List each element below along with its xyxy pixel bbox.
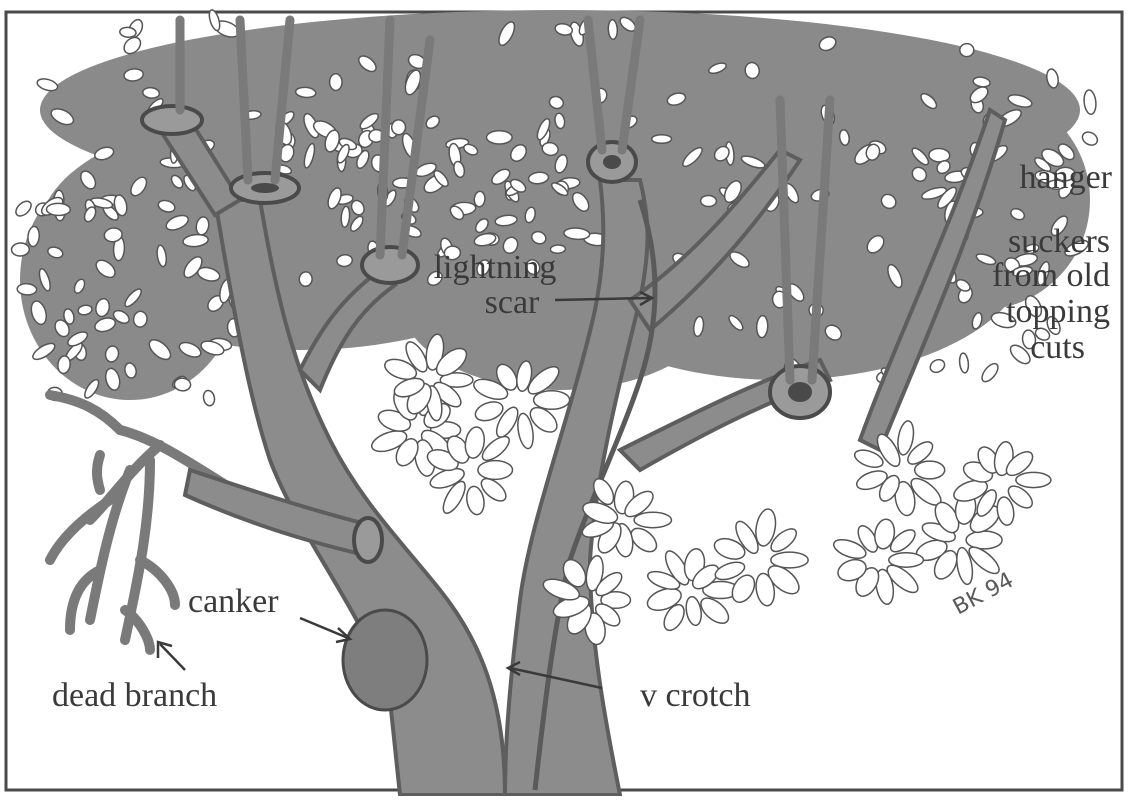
label-lightning-line1: lightning: [434, 249, 557, 286]
leaf: [534, 391, 570, 410]
leaf: [11, 243, 29, 257]
label-canker: canker: [188, 583, 279, 620]
leaf: [1016, 472, 1051, 487]
leaf: [915, 461, 945, 479]
leaf: [652, 135, 672, 144]
label-hanger: hanger: [1019, 159, 1112, 196]
leaf: [960, 43, 974, 56]
label-suckers-line1: suckers: [1008, 223, 1110, 260]
leaf: [1080, 129, 1100, 147]
leaf: [46, 203, 70, 215]
leaf: [700, 195, 716, 207]
leaf: [1083, 89, 1097, 114]
leaf: [391, 119, 406, 135]
leaf: [36, 77, 59, 93]
leaf: [684, 595, 703, 626]
canker: [343, 610, 427, 710]
leaf: [478, 461, 513, 480]
leaf: [17, 283, 37, 295]
leaf: [487, 131, 513, 144]
leaf: [299, 271, 313, 287]
leaf: [202, 390, 216, 407]
label-v-crotch: v crotch: [640, 677, 750, 714]
leaf: [13, 198, 34, 218]
leaf: [474, 191, 486, 207]
leaf: [634, 512, 671, 527]
label-suckers-line3: topping: [1006, 293, 1110, 330]
leaf: [979, 361, 1001, 384]
label-dead-branch: dead branch: [52, 677, 217, 714]
leaf: [959, 353, 970, 374]
leaf: [756, 315, 768, 338]
label-lightning-line2: scar: [485, 284, 540, 321]
label-suckers-line2: from old: [992, 257, 1110, 294]
leaf: [608, 19, 618, 39]
leaf: [329, 74, 342, 91]
leaf: [928, 357, 947, 375]
leaf: [966, 531, 1002, 549]
leaf: [929, 148, 950, 162]
label-suckers-line4: cuts: [1030, 329, 1085, 366]
leaf: [174, 378, 191, 392]
